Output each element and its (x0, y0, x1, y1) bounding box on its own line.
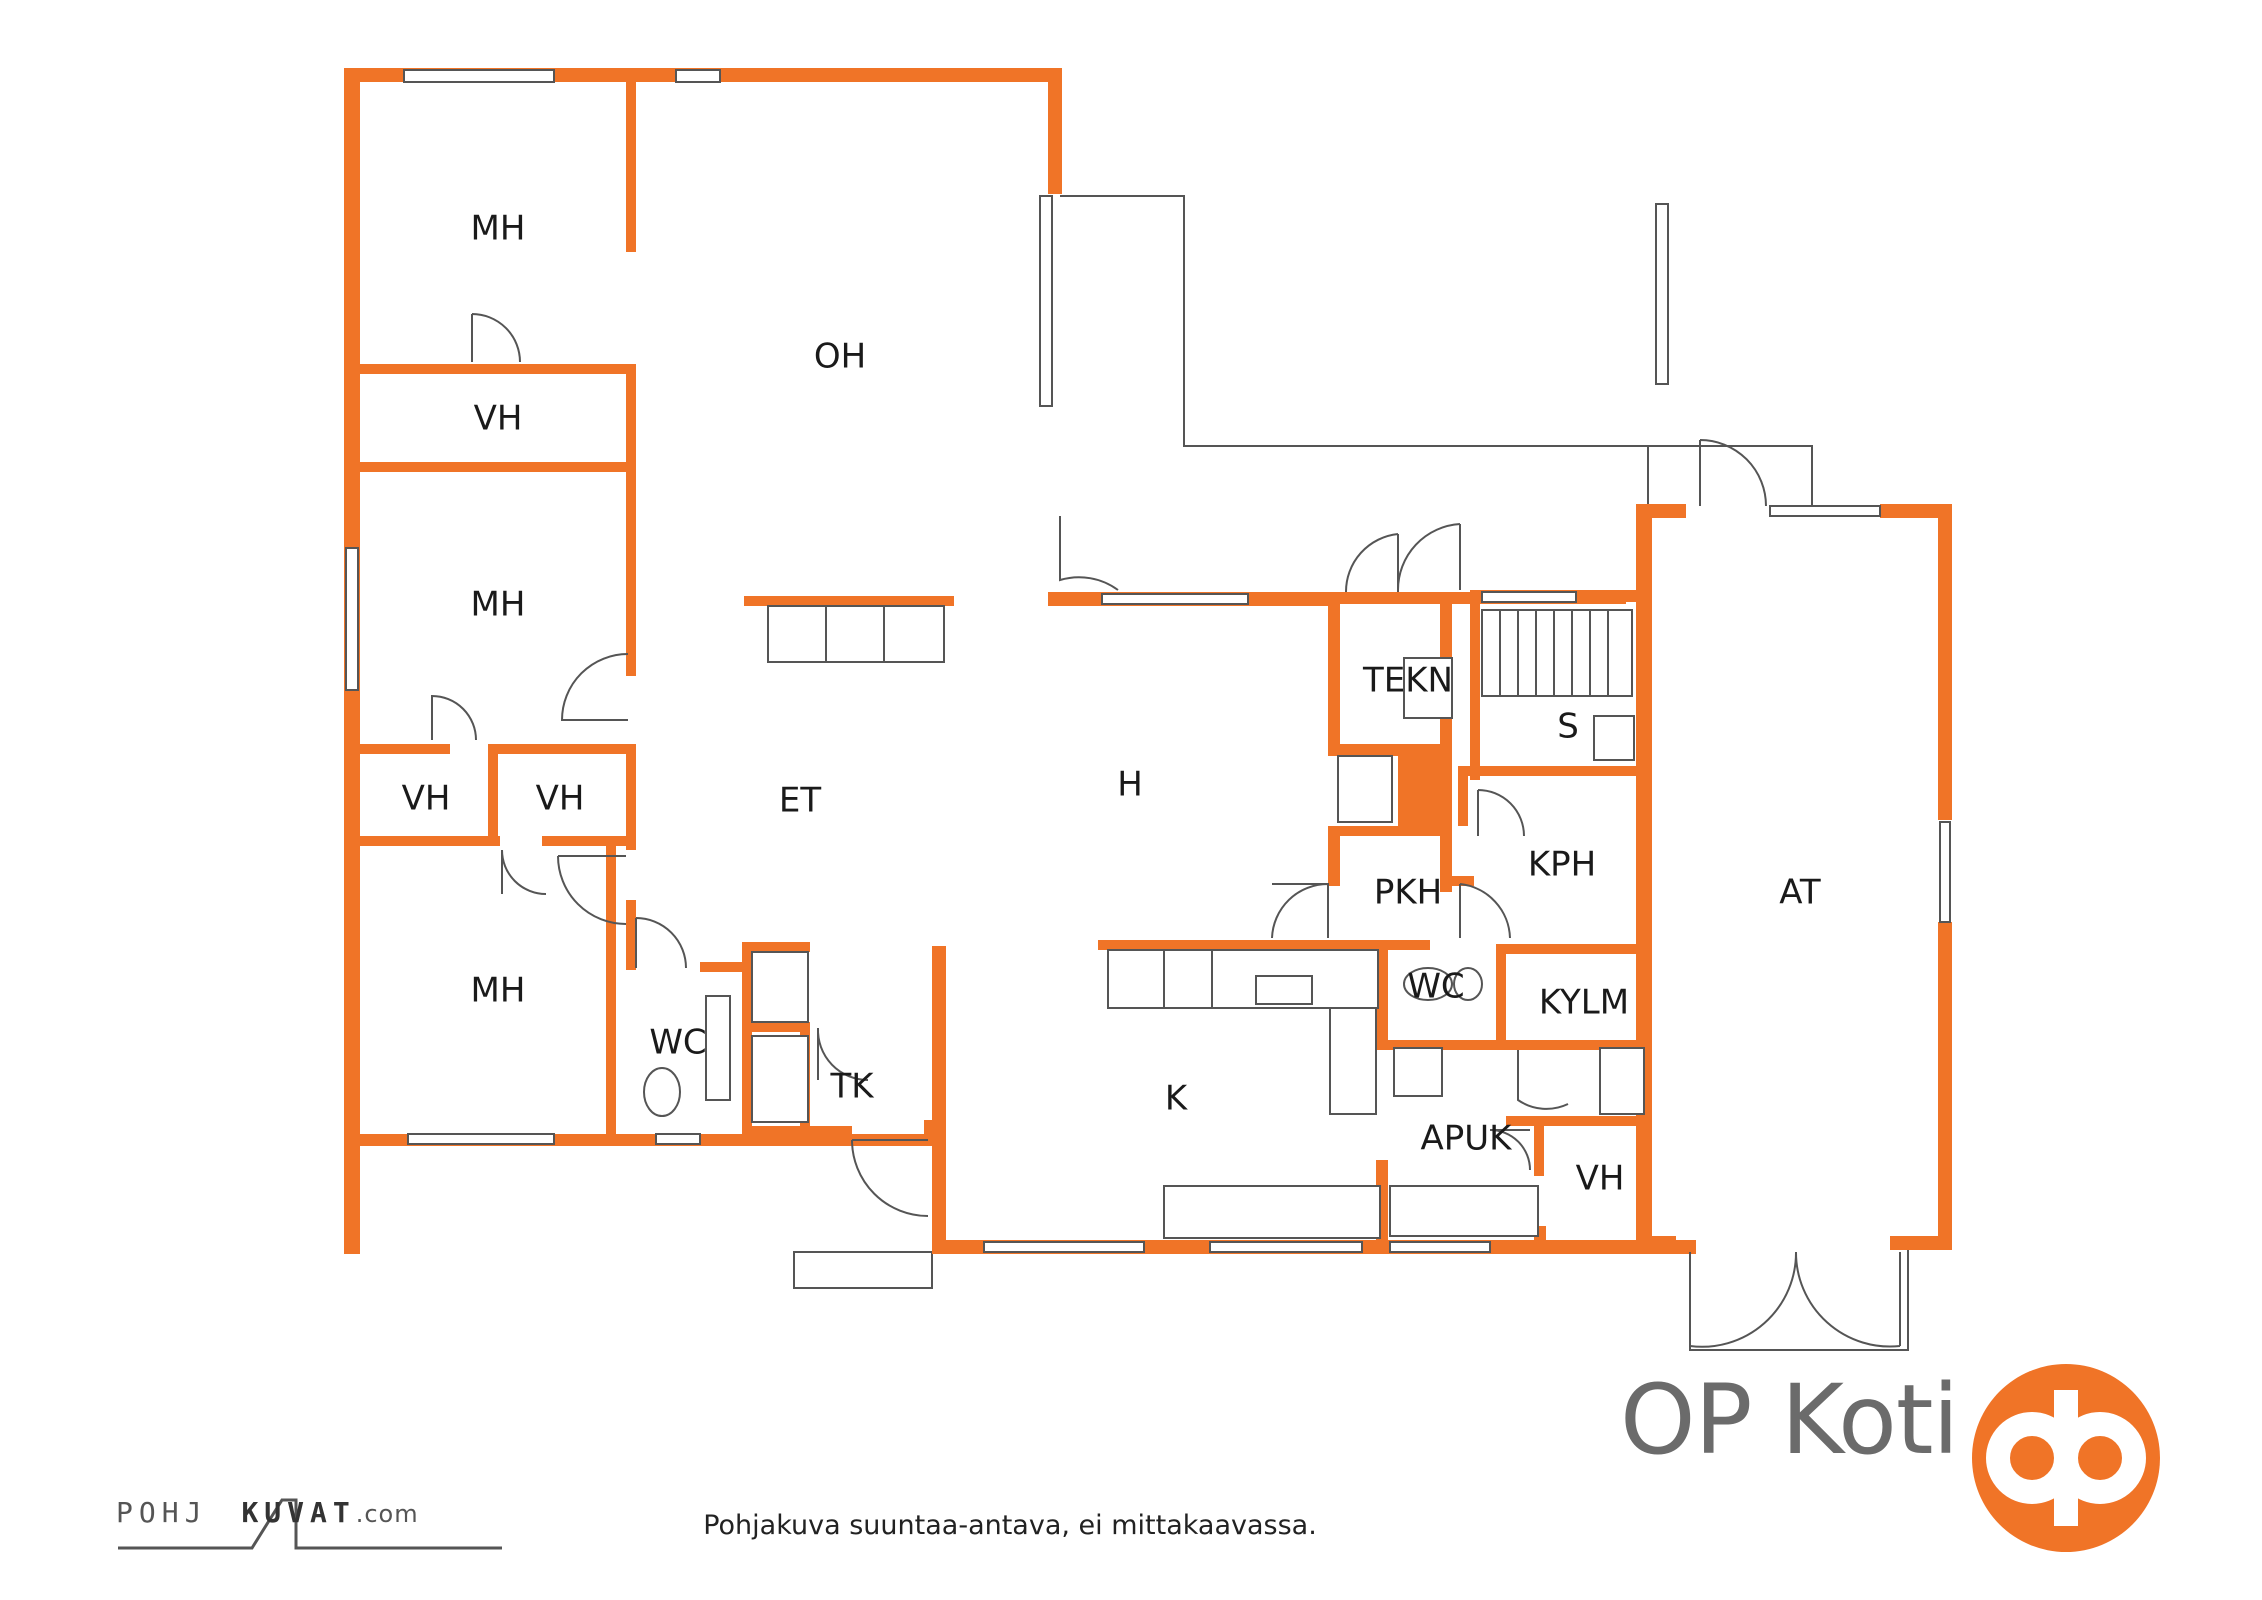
credit-logo-mark (118, 1498, 502, 1550)
room-label-mh-mid: MH (471, 585, 526, 625)
room-labels: MH VH OH MH VH VH ET H MH WC TK K TEKN S… (402, 209, 1821, 1199)
fixtures (643, 605, 1645, 1239)
room-label-tekn: TEKN (1362, 661, 1453, 701)
room-label-kph: KPH (1528, 845, 1596, 885)
room-label-mh-bottom: MH (471, 971, 526, 1011)
room-label-oh: OH (814, 337, 866, 377)
room-label-vh-left: VH (402, 779, 451, 819)
room-label-vh-right: VH (1576, 1159, 1625, 1199)
room-label-mh-top: MH (471, 209, 526, 249)
room-label-wc-right: WC (1407, 967, 1464, 1007)
credit-part-2: KUVAT (241, 1496, 356, 1529)
walls (344, 68, 1952, 1254)
credit-part-1: POHJ (116, 1496, 208, 1529)
room-label-tk: TK (829, 1067, 875, 1107)
room-label-apuk: APUK (1421, 1119, 1514, 1159)
room-label-s: S (1557, 707, 1579, 747)
room-label-pkh: PKH (1374, 873, 1442, 913)
windows (345, 69, 1951, 1253)
room-label-kylm: KYLM (1539, 983, 1629, 1023)
room-label-k: K (1165, 1079, 1189, 1119)
pohjakuvat-credit: POHJ KUVAT.com (116, 1496, 419, 1529)
room-label-wc-left: WC (649, 1023, 706, 1063)
room-label-vh-top: VH (474, 399, 523, 439)
stairs (1481, 609, 1633, 697)
doors (431, 313, 1901, 1348)
room-label-vh-mid: VH (536, 779, 585, 819)
op-koti-logo-text: OP Koti (1620, 1364, 1959, 1476)
disclaimer-text: Pohjakuva suuntaa-antava, ei mittakaavas… (703, 1510, 1317, 1541)
room-label-et: ET (779, 781, 821, 821)
op-logo-icon (1972, 1364, 2160, 1552)
credit-part-3: .com (355, 1500, 419, 1528)
room-label-at: AT (1779, 873, 1821, 913)
room-label-h: H (1117, 765, 1143, 805)
